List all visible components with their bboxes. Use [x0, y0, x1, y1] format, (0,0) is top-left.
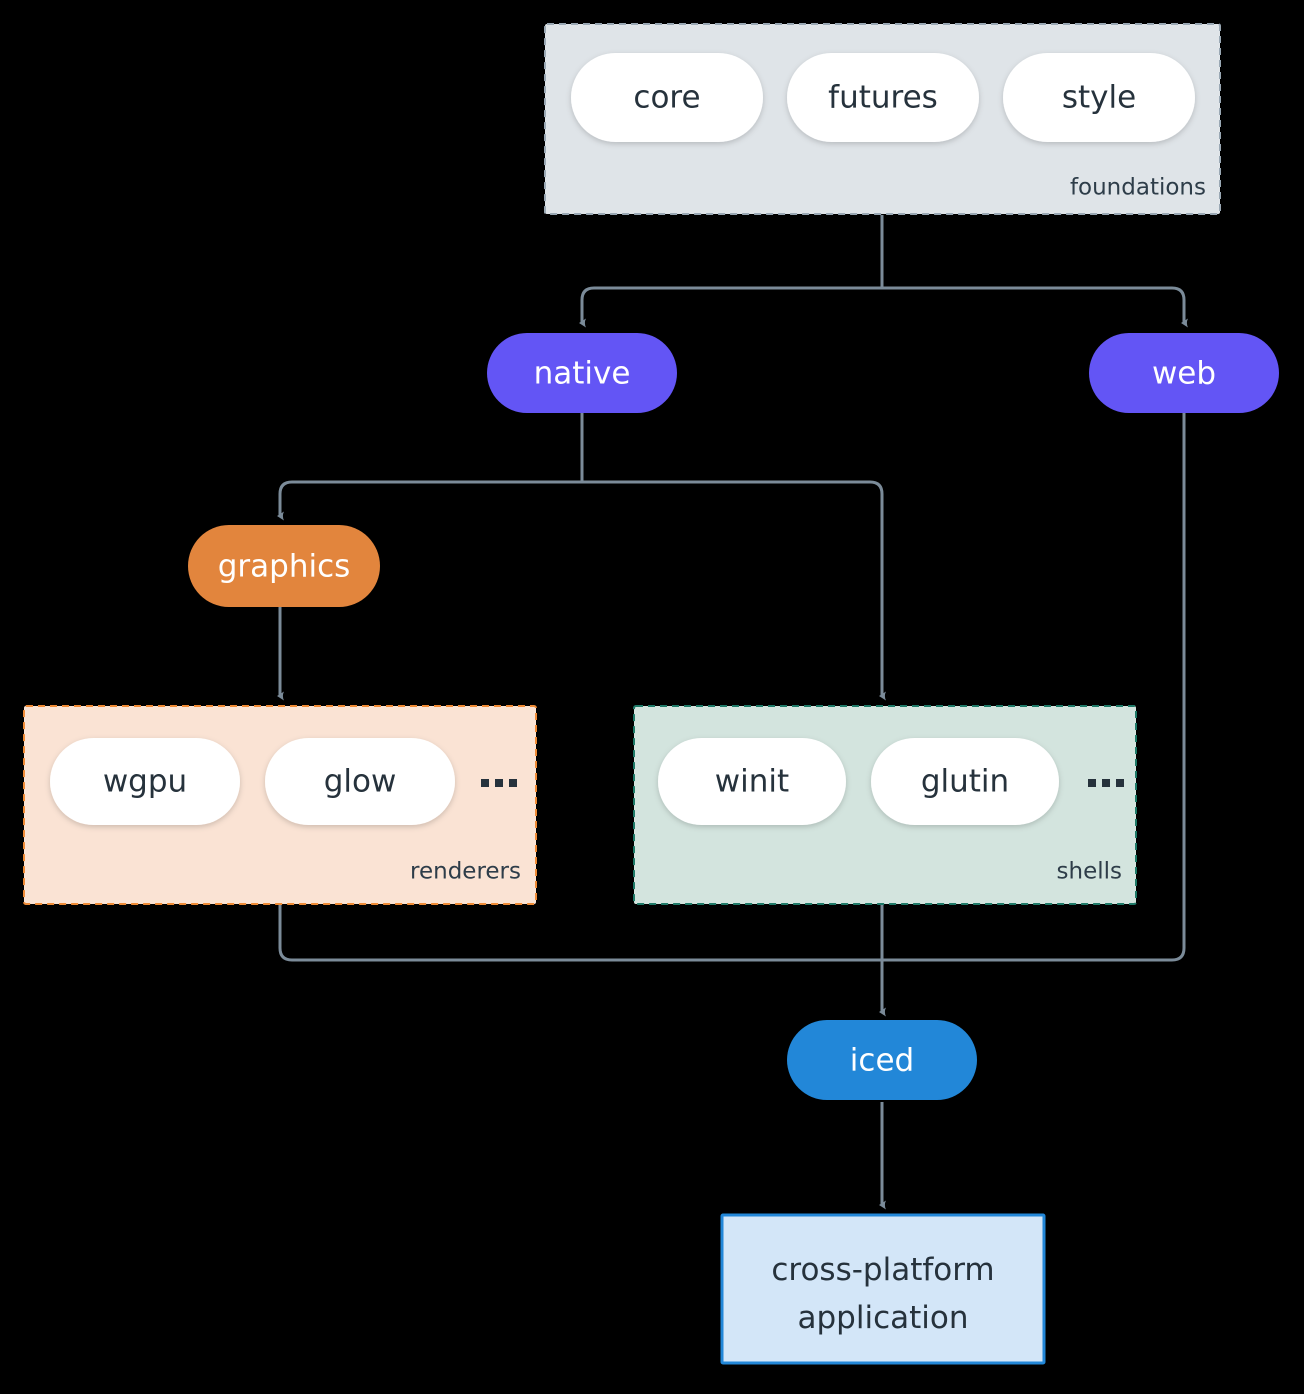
node-iced-shape: [787, 1020, 977, 1100]
leaf-glutin-label: glutin: [921, 764, 1009, 800]
output-application-line1: cross-platform: [771, 1252, 994, 1288]
leaf-core-shape: [571, 53, 763, 142]
leaf-style[interactable]: style: [1003, 53, 1195, 142]
leaf-wgpu[interactable]: wgpu: [50, 738, 240, 825]
cluster-shells: winit glutin shells: [633, 705, 1137, 905]
leaf-winit-label: winit: [715, 764, 789, 800]
node-graphics-shape: [188, 525, 380, 607]
node-web-shape: [1089, 333, 1279, 413]
leaf-winit-shape: [658, 738, 846, 825]
leaf-glutin-shape: [871, 738, 1059, 825]
node-native-shape: [487, 333, 677, 413]
leaf-glutin[interactable]: glutin: [871, 738, 1059, 825]
cluster-renderers-label: renderers: [410, 859, 521, 885]
shells-ellipsis-icon: [1088, 779, 1124, 787]
leaf-futures[interactable]: futures: [787, 53, 979, 142]
edge-web-to-iced: [882, 413, 1186, 962]
leaf-wgpu-shape: [50, 738, 240, 825]
cluster-foundations-label: foundations: [1070, 175, 1206, 201]
node-iced[interactable]: iced: [787, 1020, 977, 1100]
leaf-style-label: style: [1062, 80, 1136, 116]
edge-foundations-to-web: [882, 286, 1188, 328]
renderers-ellipsis-icon: [481, 779, 517, 787]
leaf-core[interactable]: core: [571, 53, 763, 142]
leaf-glow[interactable]: glow: [265, 738, 455, 825]
leaf-futures-label: futures: [828, 80, 938, 116]
output-application-box-shape: [720, 1213, 1046, 1365]
edge-native-to-shells: [582, 480, 886, 701]
output-application-line2: application: [798, 1300, 969, 1336]
node-native[interactable]: native: [487, 333, 677, 413]
node-native-label: native: [534, 356, 631, 392]
node-web-label: web: [1152, 356, 1216, 392]
cluster-renderers: wgpu glow renderers: [23, 705, 537, 905]
output-application-box[interactable]: cross-platform application: [720, 1213, 1046, 1365]
leaf-winit[interactable]: winit: [658, 738, 846, 825]
node-graphics-label: graphics: [218, 549, 351, 585]
edge-renderers-to-iced: [278, 905, 882, 962]
leaf-style-shape: [1003, 53, 1195, 142]
edge-foundations-to-native: [579, 286, 882, 328]
leaf-core-label: core: [633, 80, 700, 116]
edge-native-to-graphics: [277, 480, 582, 521]
leaf-glow-label: glow: [324, 764, 397, 800]
leaf-glow-shape: [265, 738, 455, 825]
edge-layer: [277, 215, 1188, 1210]
cluster-shells-label: shells: [1057, 859, 1122, 885]
leaf-futures-shape: [787, 53, 979, 142]
node-iced-label: iced: [850, 1043, 914, 1079]
node-web[interactable]: web: [1089, 333, 1279, 413]
node-graphics[interactable]: graphics: [188, 525, 380, 607]
leaf-wgpu-label: wgpu: [103, 764, 187, 800]
cluster-foundations: core futures style foundations: [544, 23, 1221, 215]
